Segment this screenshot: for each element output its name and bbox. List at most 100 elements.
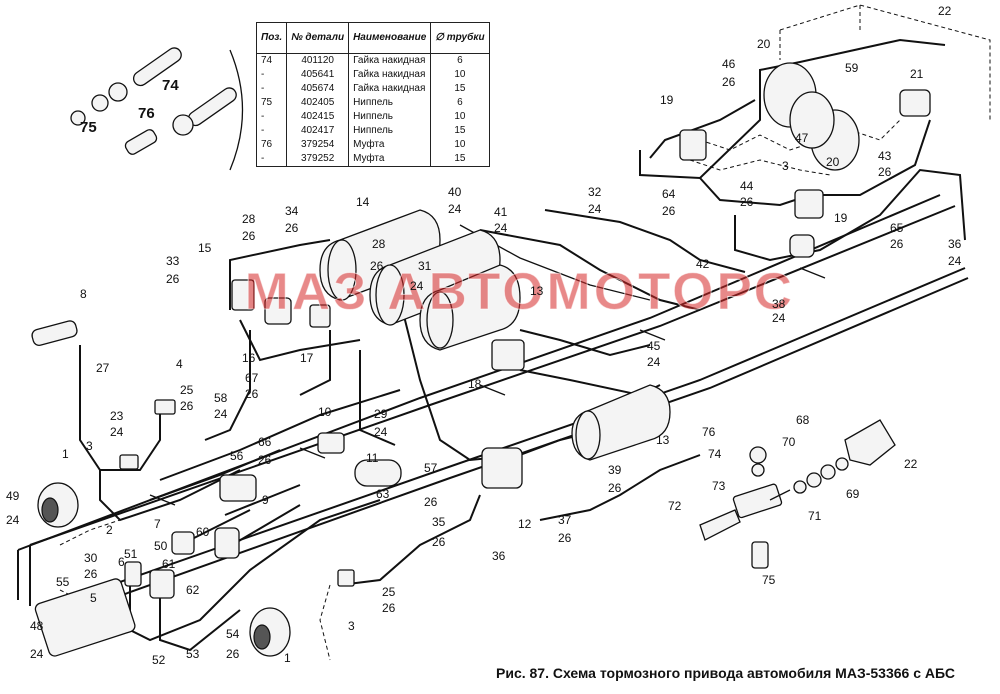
callout-label: 24 [30,647,44,661]
callout-label: 24 [110,425,124,439]
callout-label: 40 [448,185,462,199]
callout-label: 23 [110,409,124,423]
callout-label: 25 [180,383,194,397]
callout-label: 61 [162,557,176,571]
callout-label: 26 [84,567,98,581]
callout-label: 71 [808,509,822,523]
header-name: Наименование [348,22,432,54]
callout-label: 67 [245,371,259,385]
cell-tube-diameter: 10 [430,110,490,124]
callout-label: 38 [772,297,786,311]
callout-label: 49 [6,489,20,503]
callout-label: 56 [230,449,244,463]
callout-label: 32 [588,185,602,199]
callout-label: 34 [285,204,299,218]
callout-label: 44 [740,179,754,193]
callout-label: 26 [180,399,194,413]
callout-label: 69 [846,487,860,501]
table-row: 74 401120 Гайка накидная 6 [255,53,490,68]
callout-label: 10 [318,405,332,419]
callout-label: 59 [845,61,859,75]
callout-label: 26 [370,259,384,273]
callout-label: 26 [245,387,259,401]
callout-label: 31 [418,259,432,273]
callout-label: 26 [424,495,438,509]
callout-label: 1 [284,651,291,665]
callout-label: 3 [348,619,355,633]
table-row: - 379252 Муфта 15 [255,152,490,167]
callout-label: 9 [262,493,269,507]
callout-label: 26 [890,237,904,251]
callout-label: 50 [154,539,168,553]
callout-label: 20 [757,37,771,51]
callout-label: 55 [56,575,70,589]
callout-label: 65 [890,221,904,235]
callout-label: 53 [186,647,200,661]
table-row: - 402417 Ниппель 15 [255,124,490,138]
callout-label: 4 [176,357,183,371]
callout-label: 12 [518,517,532,531]
callout-label: 54 [226,627,240,641]
callout-label: 15 [198,241,212,255]
callout-label: 57 [424,461,438,475]
callout-label: 25 [382,585,396,599]
callout-label: 22 [938,4,952,18]
callout-label: 24 [772,311,786,325]
cell-position: - [255,82,288,96]
callout-label: 26 [166,272,180,286]
cell-position: - [255,124,288,138]
cell-position: - [255,68,288,82]
callout-label: 73 [712,479,726,493]
callout-label: 46 [722,57,736,71]
callout-label: 36 [948,237,962,251]
callout-label: 28 [372,237,386,251]
table-row: - 402415 Ниппель 10 [255,110,490,124]
callout-label: 63 [376,487,390,501]
callout-label: 42 [696,257,710,271]
callout-label: 6 [118,555,125,569]
callout-label: 2 [106,523,113,537]
cell-position: 75 [255,96,288,110]
callout-label: 3 [782,159,789,173]
callout-label: 26 [242,229,256,243]
callout-label: 24 [448,202,462,216]
cell-tube-diameter: 15 [430,82,490,96]
inset-label-75: 75 [80,119,97,136]
cell-tube-diameter: 6 [430,53,490,68]
figure-caption: Рис. 87. Схема тормозного привода автомо… [496,665,955,681]
callout-label: 19 [834,211,848,225]
callout-label: 21 [910,67,924,81]
parts-table-header: Поз. № детали Наименование ∅ трубки [255,22,490,54]
callout-label: 43 [878,149,892,163]
callout-label: 24 [647,355,661,369]
callout-label: 26 [662,204,676,218]
callout-label: 26 [878,165,892,179]
inset-label-76: 76 [138,105,155,122]
callout-label: 26 [258,453,272,467]
callout-label: 26 [432,535,446,549]
callout-label: 26 [226,647,240,661]
callout-label: 70 [782,435,796,449]
table-row: - 405674 Гайка накидная 15 [255,82,490,96]
table-row: 75 402405 Ниппель 6 [255,96,490,110]
watermark: МАЗ АВТОМОТОРС [244,263,795,322]
callout-label: 48 [30,619,44,633]
callout-label: 72 [668,499,682,513]
header-position: Поз. [255,22,288,54]
callout-label: 24 [410,279,424,293]
callout-label: 35 [432,515,446,529]
table-row: - 405641 Гайка накидная 10 [255,68,490,82]
callout-label: 64 [662,187,676,201]
callout-label: 58 [214,391,228,405]
callout-label: 11 [366,451,379,465]
callout-label: 26 [382,601,396,615]
callout-label: 45 [647,339,661,353]
callout-label: 39 [608,463,622,477]
callout-label: 24 [6,513,20,527]
callout-label: 76 [702,425,716,439]
callout-label: 28 [242,212,256,226]
callout-label: 36 [492,549,506,563]
callout-label: 18 [468,377,482,391]
callout-label: 19 [660,93,674,107]
